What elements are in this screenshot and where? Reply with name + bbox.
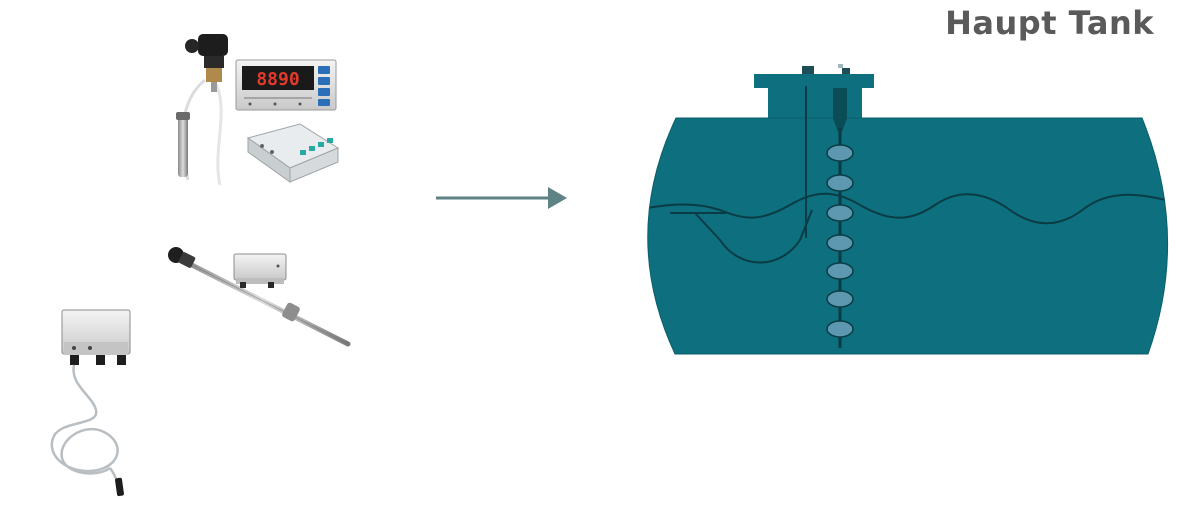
din-rail-module-icon <box>246 123 340 183</box>
probe-float <box>826 320 854 338</box>
probe-float <box>826 234 854 252</box>
tank-flange <box>754 74 874 88</box>
tank-neck <box>768 86 862 120</box>
probe-floats <box>826 144 854 338</box>
right-arrow-icon <box>436 187 567 209</box>
liquid-surface-wave <box>647 192 1168 225</box>
probe-float <box>826 204 854 222</box>
probe-float <box>826 290 854 308</box>
digital-controller-icon: 8890 <box>235 59 337 111</box>
probe-float <box>826 262 854 280</box>
probe-float <box>826 144 854 162</box>
cable-sensor-box-icon <box>50 309 131 497</box>
tank-body <box>647 117 1169 355</box>
main-tank-diagram <box>647 64 1169 355</box>
magnetostrictive-level-probe-icon <box>168 247 351 347</box>
tank-title: Haupt Tank <box>945 4 1154 42</box>
thermocouple-sensor-icon <box>176 34 228 186</box>
probe-head <box>833 88 847 118</box>
junction-box-icon <box>233 253 287 288</box>
controller-display-readout: 8890 <box>256 69 299 90</box>
probe-float <box>826 174 854 192</box>
